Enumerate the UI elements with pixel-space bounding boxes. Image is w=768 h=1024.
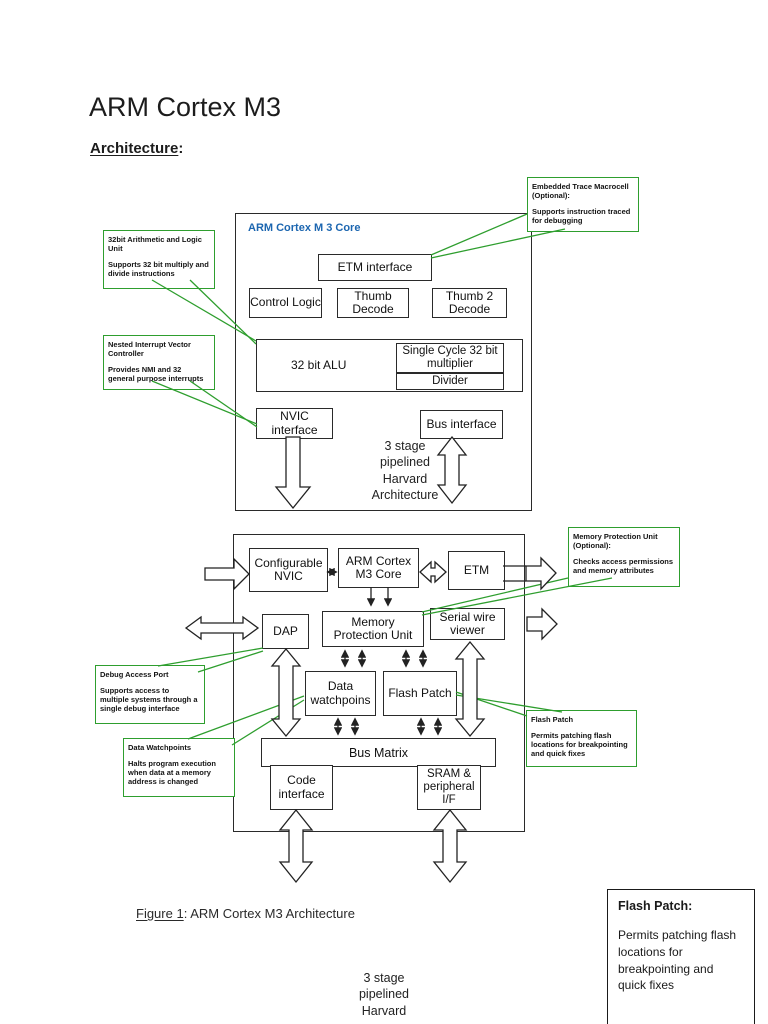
callout-title: Debug Access Port xyxy=(100,670,169,679)
callout-body: Checks access permissions and memory att… xyxy=(573,557,674,575)
callout-dap: Debug Access Port Supports access to mul… xyxy=(95,665,205,724)
note-box-title: Flash Patch: xyxy=(618,899,693,913)
note-box-body: Permits patching flash locations for bre… xyxy=(618,928,737,993)
etm-interface-box: ETM interface xyxy=(318,254,432,281)
callout-body: Supports 32 bit multiply and divide inst… xyxy=(108,260,209,278)
configurable-nvic-box: Configurable NVIC xyxy=(249,548,328,592)
system-diagram-frame xyxy=(233,534,525,832)
callout-body: Supports instruction traced for debuggin… xyxy=(532,207,631,225)
bus-interface-box: Bus interface xyxy=(420,410,503,439)
bus-matrix-box: Bus Matrix xyxy=(261,738,496,767)
callout-flash-patch: Flash Patch Permits patching flash locat… xyxy=(526,710,637,767)
callout-body: Permits patching flash locations for bre… xyxy=(531,731,628,758)
figure-caption-text: : ARM Cortex M3 Architecture xyxy=(183,906,355,921)
section-heading: Architecture: xyxy=(90,140,183,157)
callout-body: Supports access to multiple systems thro… xyxy=(100,686,198,713)
callout-title: Embedded Trace Macrocell (Optional): xyxy=(532,182,629,200)
divider-box: Divider xyxy=(396,373,504,390)
figure-caption: Figure 1: ARM Cortex M3 Architecture xyxy=(136,906,355,921)
section-heading-colon: : xyxy=(178,140,184,157)
core-diagram-frame xyxy=(235,213,532,511)
footer-pipeline-note: 3 stage pipelined Harvard xyxy=(358,971,410,1018)
callout-watchpoints: Data Watchpoints Halts program execution… xyxy=(123,738,235,797)
cortex-core-box: ARM Cortex M3 Core xyxy=(338,548,419,588)
callout-title: Flash Patch xyxy=(531,715,574,724)
callout-title: Nested Interrupt Vector Controller xyxy=(108,340,191,358)
callout-nvic: Nested Interrupt Vector Controller Provi… xyxy=(103,335,215,390)
alu-label: 32 bit ALU xyxy=(291,357,347,372)
sram-box: SRAM & peripheral I/F xyxy=(417,765,481,810)
thumb2-decode-box: Thumb 2 Decode xyxy=(432,288,507,318)
section-heading-underlined: Architecture xyxy=(90,140,179,157)
code-interface-box: Code interface xyxy=(270,765,333,810)
callout-embedded-trace: Embedded Trace Macrocell (Optional): Sup… xyxy=(527,177,639,232)
dap-box: DAP xyxy=(262,614,309,649)
flash-patch-box: Flash Patch xyxy=(383,671,457,716)
nvic-interface-box: NVIC interface xyxy=(256,408,333,439)
core-diagram-label: ARM Cortex M 3 Core xyxy=(248,222,361,234)
serial-wire-viewer-box: Serial wire viewer xyxy=(430,608,505,640)
callout-title: Memory Protection Unit (Optional): xyxy=(573,532,658,550)
control-logic-box: Control Logic xyxy=(249,288,322,318)
callout-title: 32bit Arithmetic and Logic Unit xyxy=(108,235,202,253)
pipeline-note: 3 stage pipelined Harvard Architecture xyxy=(371,439,439,502)
alu-box: 32 bit ALU Single Cycle 32 bit multiplie… xyxy=(256,339,523,392)
data-watchpoints-box: Data watchpoins xyxy=(305,671,376,716)
callout-body: Provides NMI and 32 general purpose inte… xyxy=(108,365,204,383)
page-title: ARM Cortex M3 xyxy=(89,92,282,122)
etm-box: ETM xyxy=(448,551,505,590)
callout-body: Halts program execution when data at a m… xyxy=(128,759,216,786)
callout-title: Data Watchpoints xyxy=(128,743,192,752)
arrow-swv-out xyxy=(526,607,558,641)
arrow-etm-out xyxy=(525,556,557,591)
callout-alu: 32bit Arithmetic and Logic Unit Supports… xyxy=(103,230,215,289)
thumb-decode-box: Thumb Decode xyxy=(337,288,409,318)
callout-mpu: Memory Protection Unit (Optional): Check… xyxy=(568,527,680,587)
figure-caption-label: Figure 1 xyxy=(136,906,184,921)
flash-patch-note-box: Flash Patch: Permits patching flash loca… xyxy=(607,889,755,1024)
multiplier-box: Single Cycle 32 bit multiplier xyxy=(396,343,504,373)
mpu-box: Memory Protection Unit xyxy=(322,611,424,647)
